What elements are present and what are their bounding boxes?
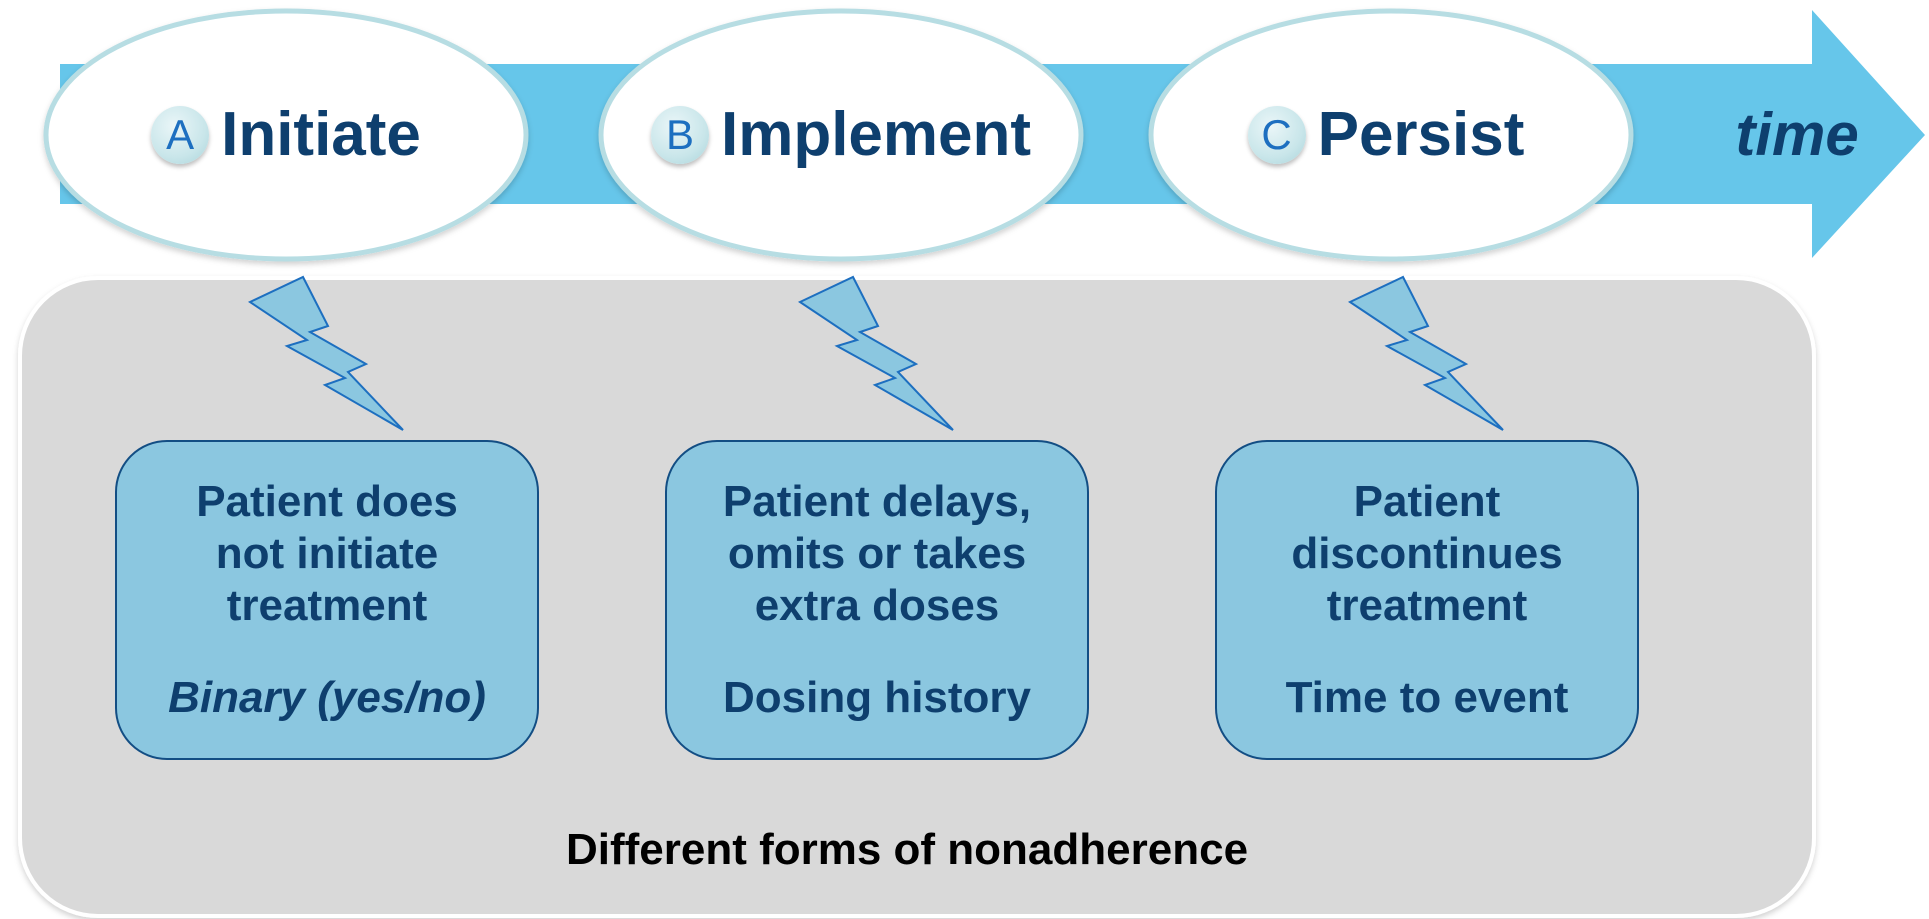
phase-ellipse-implement	[598, 8, 1084, 262]
timeline-label: time	[1735, 101, 1859, 168]
card-description: Patient discontinues treatment	[1291, 477, 1563, 630]
phase-ellipse-persist	[1148, 8, 1634, 262]
phase-initiate: A Initiate	[96, 95, 476, 175]
card-measure: Binary (yes/no)	[168, 673, 486, 722]
lightning-bolt-icon	[1347, 275, 1504, 431]
phase-implement: B Implement	[616, 95, 1066, 175]
card-measure: Time to event	[1285, 673, 1569, 722]
phase-label-persist: Persist	[1317, 100, 1525, 169]
lightning-bolt-icon	[247, 275, 404, 431]
card-persist: Patient discontinues treatment Time to e…	[1215, 440, 1639, 760]
phase-badge-a: A	[151, 106, 210, 164]
panel-caption: Different forms of nonadherence	[565, 825, 1249, 874]
card-measure: Dosing history	[722, 673, 1032, 722]
card-description: Patient delays, omits or takes extra dos…	[722, 477, 1032, 630]
phase-label-implement: Implement	[720, 100, 1032, 169]
phase-ellipse-initiate	[43, 8, 529, 262]
lightning-bolt-icon	[797, 275, 954, 431]
card-implement: Patient delays, omits or takes extra dos…	[665, 440, 1089, 760]
phase-persist: C Persist	[1196, 95, 1576, 175]
phase-badge-b: B	[650, 106, 709, 164]
card-initiate: Patient does not initiate treatment Bina…	[115, 440, 539, 760]
phase-label-initiate: Initiate	[221, 100, 421, 169]
phase-badge-c: C	[1247, 106, 1306, 164]
card-description: Patient does not initiate treatment	[196, 477, 458, 630]
